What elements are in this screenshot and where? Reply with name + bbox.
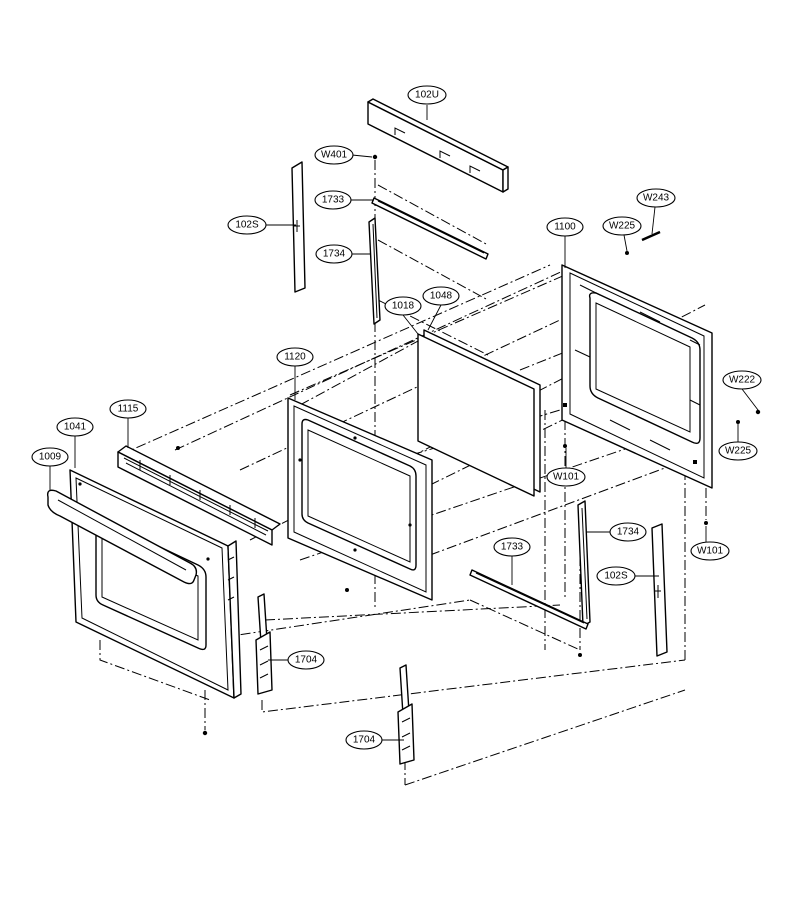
callout-1733-bottom: 1733 bbox=[493, 537, 531, 557]
glass-pane-1018 bbox=[417, 333, 535, 497]
callout-1115: 1115 bbox=[109, 399, 147, 419]
callout-102U: 102U bbox=[407, 85, 447, 105]
callout-label: 1048 bbox=[430, 291, 453, 302]
callout-1018: 1018 bbox=[384, 296, 422, 316]
callout-W401: W401 bbox=[314, 145, 354, 165]
channel-1734-right bbox=[577, 500, 591, 627]
callout-1734-right: 1734 bbox=[609, 522, 647, 542]
callout-label: W101 bbox=[697, 546, 724, 557]
callout-1120: 1120 bbox=[276, 347, 314, 367]
callout-W225-bottom: W225 bbox=[718, 441, 758, 461]
handle-bracket-1115 bbox=[117, 445, 281, 546]
callout-label: 1120 bbox=[284, 352, 306, 363]
callout-1704-lower: 1704 bbox=[345, 730, 383, 750]
callout-label: W243 bbox=[643, 193, 670, 204]
callout-1100: 1100 bbox=[546, 217, 584, 237]
leader-lines bbox=[49, 105, 759, 741]
callout-102S-right: 102S bbox=[596, 566, 636, 586]
callout-W243: W243 bbox=[636, 188, 676, 208]
callout-W101-mid: W101 bbox=[546, 467, 586, 487]
callout-1041: 1041 bbox=[56, 417, 94, 437]
callout-W222: W222 bbox=[722, 370, 762, 390]
callout-1733-top: 1733 bbox=[314, 190, 352, 210]
callout-label: 1009 bbox=[39, 452, 62, 463]
hinge-1704-lower bbox=[397, 664, 415, 765]
callout-label: 1733 bbox=[322, 195, 345, 206]
hinge-1704-upper bbox=[255, 593, 273, 695]
callout-W225-top: W225 bbox=[602, 216, 642, 236]
channel-1733-top bbox=[371, 197, 489, 260]
callout-label: 1100 bbox=[554, 222, 576, 233]
callout-label: W222 bbox=[729, 375, 756, 386]
door-frame-1120 bbox=[287, 397, 433, 601]
callout-label: W401 bbox=[321, 150, 348, 161]
callout-label: W225 bbox=[725, 446, 752, 457]
callout-label: 1734 bbox=[323, 249, 346, 260]
callout-label: 102U bbox=[415, 90, 439, 101]
callout-label: 1734 bbox=[617, 527, 640, 538]
callout-1734-top: 1734 bbox=[315, 244, 353, 264]
callout-label: 102S bbox=[604, 571, 628, 582]
top-trim-102U bbox=[367, 98, 509, 193]
side-trim-102S-right bbox=[651, 523, 668, 657]
callout-label: 1115 bbox=[118, 404, 139, 415]
callout-102S-left: 102S bbox=[227, 215, 267, 235]
callout-label: 1733 bbox=[501, 542, 524, 553]
callout-label: W101 bbox=[553, 472, 580, 483]
door-handle-1009 bbox=[46, 489, 198, 585]
callout-label: 102S bbox=[235, 220, 259, 231]
callout-label: 1018 bbox=[392, 301, 415, 312]
callout-1009: 1009 bbox=[31, 447, 69, 467]
side-trim-102S-left bbox=[291, 161, 306, 293]
inner-door-panel-1100 bbox=[561, 264, 713, 489]
screws bbox=[176, 154, 761, 736]
callout-1048: 1048 bbox=[422, 286, 460, 306]
callout-label: 1041 bbox=[64, 422, 87, 433]
channel-1733-bottom bbox=[469, 569, 589, 630]
callout-label: 1704 bbox=[353, 735, 376, 746]
channel-1734-left bbox=[368, 217, 381, 325]
callout-label: 1704 bbox=[295, 655, 318, 666]
callout-label: W225 bbox=[609, 221, 636, 232]
callout-W101-right: W101 bbox=[690, 541, 730, 561]
callout-1704-upper: 1704 bbox=[287, 650, 325, 670]
